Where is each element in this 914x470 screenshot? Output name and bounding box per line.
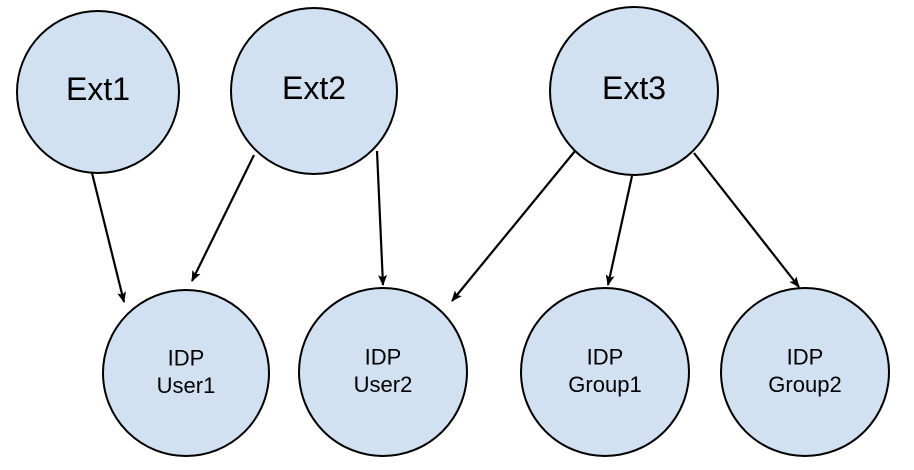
node-label-ext2: Ext2 [282,70,346,106]
node-label-line: IDP [787,344,824,369]
edge-ext1-to-user1 [90,172,126,303]
node-label-ext1: Ext1 [66,71,130,107]
edge-ext3-to-user2 [451,150,576,302]
node-label-user2: IDP User2 [354,344,413,397]
node-shape-user2[interactable] [298,287,468,457]
edge-ext3-to-group2 [693,152,800,288]
node-label-line: Ext3 [602,70,666,106]
node-label-line: Group2 [768,372,841,397]
node-shape-ext2[interactable] [230,7,398,175]
node-shape-group2[interactable] [720,287,890,457]
node-shape-user1[interactable] [102,289,270,457]
node-label-user1: IDP User1 [157,345,216,398]
node-label-line: IDP [587,344,624,369]
node-label-line: Ext2 [282,70,346,106]
node-label-line: Ext1 [66,71,130,107]
node-label-line: User1 [157,373,216,398]
node-label-line: Group1 [568,372,641,397]
node-group1[interactable]: IDP Group1 [520,287,690,457]
edge-ext3-to-group1 [605,175,634,286]
node-label-line: IDP [365,344,402,369]
edge-ext2-to-user2 [375,150,388,286]
edges-layer [90,150,800,303]
node-ext3[interactable]: Ext3 [549,6,719,176]
node-shape-ext3[interactable] [549,6,719,176]
node-shape-group1[interactable] [520,287,690,457]
edge-ext2-to-user1 [191,154,255,282]
node-label-line: IDP [168,345,205,370]
node-label-group1: IDP Group1 [568,344,641,397]
node-group2[interactable]: IDP Group2 [720,287,890,457]
node-user1[interactable]: IDP User1 [102,289,270,457]
node-ext1[interactable]: Ext1 [16,10,180,174]
node-label-line: User2 [354,372,413,397]
node-shape-ext1[interactable] [16,10,180,174]
node-user2[interactable]: IDP User2 [298,287,468,457]
node-label-ext3: Ext3 [602,70,666,106]
node-label-group2: IDP Group2 [768,344,841,397]
node-ext2[interactable]: Ext2 [230,7,398,175]
